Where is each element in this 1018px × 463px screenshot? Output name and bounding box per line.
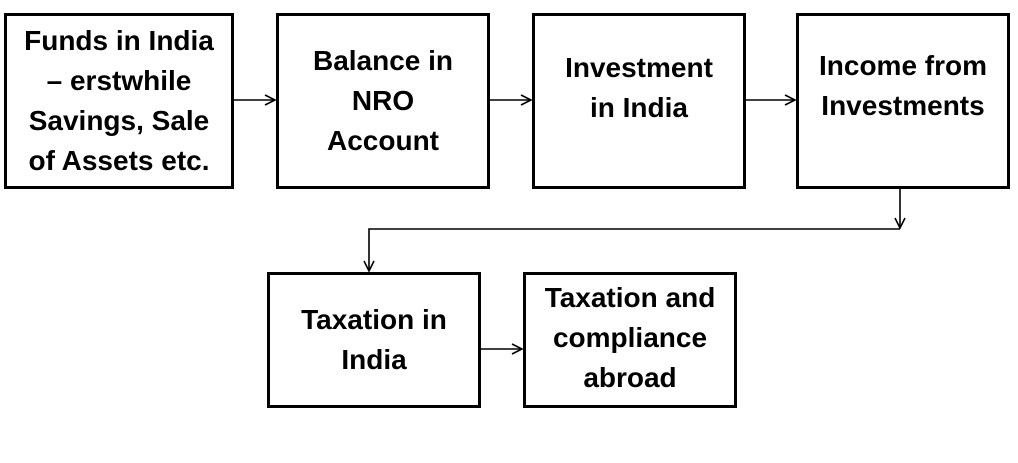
node-label-line: Taxation in: [301, 304, 447, 335]
node-label: Investment in India: [565, 48, 713, 128]
node-label-line: Account: [327, 125, 439, 156]
node-label: Taxation and compliance abroad: [545, 278, 716, 398]
node-label-line: compliance: [552, 322, 708, 353]
node-funds-in-india: Funds in India – erstwhile Savings, Sale…: [4, 13, 234, 189]
node-investment-in-india: Investment in India: [532, 13, 746, 189]
node-label-line: Funds in India: [24, 25, 214, 56]
node-label-line: in India: [589, 92, 688, 123]
node-label: Funds in India – erstwhile Savings, Sale…: [24, 21, 214, 181]
node-taxation-abroad: Taxation and compliance abroad: [523, 272, 737, 408]
node-label-line: Investment: [565, 52, 713, 83]
node-label-line: of Assets etc.: [28, 145, 210, 176]
node-nro-balance: Balance in NRO Account: [276, 13, 490, 189]
node-label-line: India: [341, 344, 407, 375]
node-label: Income from Investments: [819, 46, 987, 126]
node-label-line: abroad: [583, 362, 677, 393]
arrow-income-to-taxation-india: [369, 228, 900, 271]
node-label-line: Investments: [821, 90, 985, 121]
node-label-line: Savings, Sale: [28, 105, 210, 136]
node-label-line: – erstwhile: [46, 65, 192, 96]
node-income-from-investments: Income from Investments: [796, 13, 1010, 189]
node-label-line: Balance in: [312, 45, 454, 76]
node-label-line: Income from: [818, 50, 988, 81]
node-label-line: Taxation and: [544, 282, 716, 313]
node-taxation-in-india: Taxation in India: [267, 272, 481, 408]
node-label: Taxation in India: [301, 300, 447, 380]
node-label-line: NRO: [351, 85, 415, 116]
node-label: Balance in NRO Account: [313, 41, 453, 161]
